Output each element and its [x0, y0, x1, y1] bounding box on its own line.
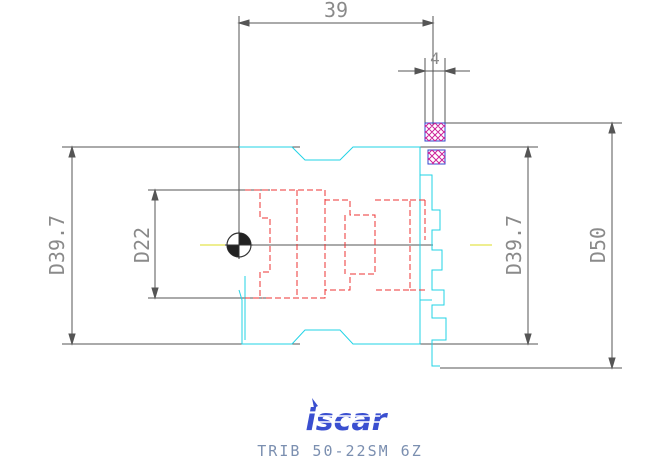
- hidden-lines: [245, 189, 426, 299]
- dim-right-diameter: D39.7: [502, 215, 526, 275]
- iscar-logo: iscar: [306, 398, 389, 438]
- dim-overall-length: 39: [324, 0, 348, 22]
- dim-outer-diameter: D50: [586, 227, 610, 263]
- model-caption: TRIB 50-22SM 6Z: [257, 442, 422, 460]
- center-symbol-icon: [225, 231, 253, 259]
- svg-text:iscar: iscar: [306, 403, 389, 438]
- dim-bore-diameter: D22: [130, 227, 154, 263]
- dimension-lines: [62, 16, 622, 370]
- dim-left-diameter: D39.7: [45, 215, 69, 275]
- dim-insert-width: 4: [430, 49, 440, 68]
- tool-body-outline: [238, 146, 447, 367]
- insert-cross-section: [424, 122, 446, 165]
